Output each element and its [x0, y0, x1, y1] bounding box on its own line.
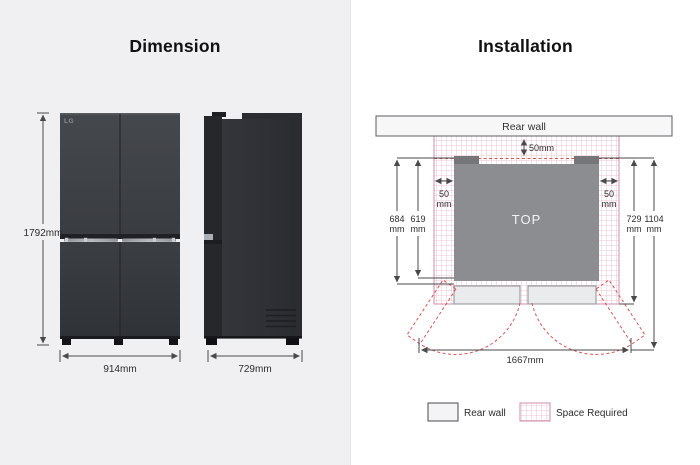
depth-dimension-line: [207, 350, 303, 362]
depth-label: 729mm: [238, 364, 271, 375]
lg-logo: LG: [64, 118, 74, 125]
dim-684-unit: mm: [390, 224, 405, 234]
rear-clearance-label: 50mm: [529, 143, 554, 153]
fridge-side-view: [204, 112, 302, 345]
fridge-side-door-edge: [204, 116, 222, 338]
legend-rear-wall-swatch: [427, 402, 459, 422]
fridge-side-handle: [204, 234, 213, 240]
top-view-hinge-left: [454, 156, 479, 165]
fridge-front-door-gap: [60, 234, 180, 239]
top-view-hinge-right: [574, 156, 599, 165]
installation-diagram: Rear wall 50mm TOP 50 mm 50 mm: [375, 115, 673, 422]
legend-rear-wall-label: Rear wall: [464, 408, 506, 419]
fridge-foot: [206, 338, 217, 345]
dim-684-value: 684: [389, 214, 404, 224]
dimension-panel: Dimension: [0, 0, 350, 465]
door-left-top-view: [453, 285, 521, 305]
fridge-side-vents: [266, 309, 296, 328]
installation-panel: Installation Rear wall 50mm: [350, 0, 700, 465]
dim-729-value: 729: [626, 214, 641, 224]
fridge-front-top-edge: [60, 113, 180, 115]
fridge-front-base: [60, 336, 180, 339]
dim-729-unit: mm: [627, 224, 642, 234]
width-label: 914mm: [103, 364, 136, 375]
handle-mount: [171, 237, 175, 243]
door-right-top-view: [527, 285, 597, 305]
total-width-dimension-line: [418, 338, 632, 354]
left-clearance-unit: mm: [437, 199, 452, 209]
legend-space-required-swatch: [519, 402, 551, 422]
dimension-title: Dimension: [129, 36, 221, 56]
handle-mount: [152, 237, 156, 243]
fridge-front-right-handle: [122, 238, 176, 242]
legend-space-required-label: Space Required: [556, 408, 628, 419]
right-clearance-unit: mm: [602, 199, 617, 209]
fridge-foot: [114, 339, 123, 345]
rear-wall-bar: [375, 115, 673, 137]
handle-mount: [84, 237, 88, 243]
right-depth-dimension-lines: [599, 157, 658, 351]
left-clearance-value: 50: [439, 189, 449, 199]
fridge-front-view: LG: [60, 113, 180, 345]
dimension-diagram: LG: [24, 112, 303, 375]
dim-619-unit: mm: [411, 224, 426, 234]
fridge-side-top-step: [242, 113, 302, 121]
right-clearance-value: 50: [604, 189, 614, 199]
fridge-side-door-seam: [204, 240, 222, 244]
height-label: 1792mm: [24, 228, 63, 239]
dim-1104-unit: mm: [647, 224, 662, 234]
fridge-side-base: [204, 336, 302, 339]
top-view-label: TOP: [512, 212, 542, 227]
width-dimension-line: [59, 350, 181, 362]
fridge-front-left-handle: [64, 238, 118, 242]
total-width-label: 1667mm: [507, 355, 544, 366]
fridge-foot: [62, 339, 71, 345]
dim-1104-value: 1104: [644, 214, 663, 224]
installation-title: Installation: [478, 36, 573, 56]
fridge-top-view: [454, 164, 599, 281]
handle-mount: [65, 237, 69, 243]
fridge-foot: [286, 338, 299, 345]
fridge-side-top-hinge: [212, 112, 226, 117]
dim-619-value: 619: [410, 214, 425, 224]
height-dimension-line: [37, 112, 49, 346]
left-depth-dimension-lines: [393, 157, 454, 285]
legend: Rear wall Space Required: [427, 402, 628, 422]
rear-wall-label: Rear wall: [502, 121, 546, 133]
fridge-side-body: [222, 119, 302, 338]
fridge-foot: [169, 339, 178, 345]
